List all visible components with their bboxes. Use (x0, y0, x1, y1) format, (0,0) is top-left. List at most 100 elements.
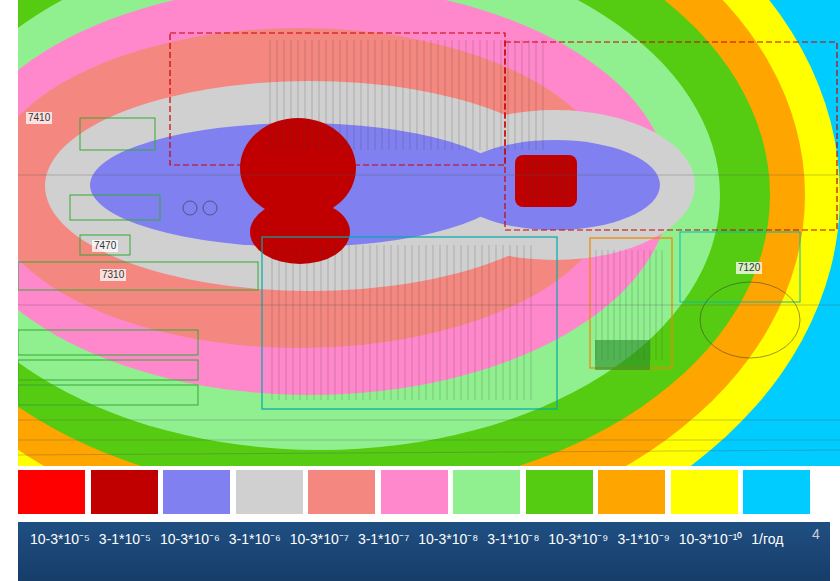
equipment-line (426, 245, 427, 400)
zone (18, 0, 670, 395)
building-outline (262, 237, 557, 409)
tank-outline (700, 282, 800, 358)
equipment-line (412, 245, 413, 400)
legend-label: 10-3*10⁻⁸ (418, 531, 478, 547)
road-line (18, 305, 840, 306)
equipment-line (466, 40, 467, 150)
equipment-line (525, 160, 526, 200)
equipment-line (482, 245, 483, 400)
building-outline (680, 232, 800, 302)
equipment-line (561, 160, 562, 200)
equipment-line (326, 40, 327, 150)
equipment-line (291, 40, 292, 150)
equipment-line (384, 245, 385, 400)
equipment-line (319, 40, 320, 150)
zone (18, 28, 615, 348)
equipment-line (375, 40, 376, 150)
equipment-line (419, 245, 420, 400)
equipment-line (389, 40, 390, 150)
equipment-block (595, 340, 650, 370)
equipment-line (543, 40, 544, 150)
equipment-line (536, 40, 537, 150)
equipment-line (545, 160, 546, 200)
zone (515, 155, 577, 207)
equipment-line (553, 160, 554, 200)
building-outline (505, 42, 837, 230)
equipment-line (349, 245, 350, 400)
legend-label: 10-3*10⁻⁶ (160, 531, 220, 547)
equipment-line (461, 245, 462, 400)
equipment-line (405, 245, 406, 400)
equipment-line (321, 245, 322, 400)
equipment-line (489, 245, 490, 400)
equipment-line (510, 245, 511, 400)
zone (18, 0, 840, 466)
equipment-line (340, 40, 341, 150)
equipment-line (300, 245, 301, 400)
road-line (18, 420, 840, 421)
equipment-line (517, 245, 518, 400)
equipment-line (382, 40, 383, 150)
legend-label: 10-3*10⁻¹⁰ (679, 531, 743, 547)
building-outline (18, 262, 258, 290)
equipment-line (335, 245, 336, 400)
road-line (18, 450, 840, 455)
equipment-line (494, 40, 495, 150)
legend-swatch (671, 470, 738, 514)
equipment-line (480, 40, 481, 150)
equipment-line (459, 40, 460, 150)
equipment-line (424, 40, 425, 150)
tank-outline (183, 201, 197, 215)
equipment-line (403, 40, 404, 150)
equipment-line (307, 245, 308, 400)
building-outline (18, 360, 198, 380)
zone (450, 140, 660, 230)
equipment-line (445, 40, 446, 150)
legend-swatch (163, 470, 230, 514)
equipment-line (305, 40, 306, 150)
equipment-line (431, 40, 432, 150)
equipment-line (508, 40, 509, 150)
equipment-line (487, 40, 488, 150)
equipment-line (293, 245, 294, 400)
equipment-line (475, 245, 476, 400)
equipment-line (314, 245, 315, 400)
legend-swatch (526, 470, 593, 514)
building-outline (18, 385, 198, 405)
equipment-line (468, 245, 469, 400)
equipment-line (277, 40, 278, 150)
building-outline (80, 118, 155, 150)
equipment-line (410, 40, 411, 150)
equipment-line (279, 245, 280, 400)
equipment-line (396, 40, 397, 150)
unit-label: 1/год (751, 531, 783, 547)
equipment-line (531, 245, 532, 400)
zone (18, 0, 770, 466)
legend-swatch (381, 470, 448, 514)
equipment-line (438, 40, 439, 150)
equipment-line (473, 40, 474, 150)
equipment-line (524, 245, 525, 400)
equipment-line (377, 245, 378, 400)
building-number: 7410 (26, 112, 52, 124)
equipment-line (272, 245, 273, 400)
equipment-line (515, 40, 516, 150)
equipment-line (569, 160, 570, 200)
equipment-line (398, 245, 399, 400)
legend-swatch (598, 470, 665, 514)
equipment-line (370, 245, 371, 400)
legend-label: 10-3*10⁻⁹ (548, 531, 608, 547)
legend-band (18, 522, 830, 581)
building-outline (18, 330, 198, 355)
legend-swatch (18, 470, 85, 514)
equipment-line (354, 40, 355, 150)
equipment-line (447, 245, 448, 400)
equipment-line (286, 245, 287, 400)
building-number: 7120 (736, 262, 762, 274)
plant-layout (18, 33, 840, 455)
equipment-line (270, 40, 271, 150)
equipment-line (496, 245, 497, 400)
legend-label: 3-1*10⁻⁹ (617, 531, 669, 547)
equipment-line (454, 245, 455, 400)
equipment-line (342, 245, 343, 400)
